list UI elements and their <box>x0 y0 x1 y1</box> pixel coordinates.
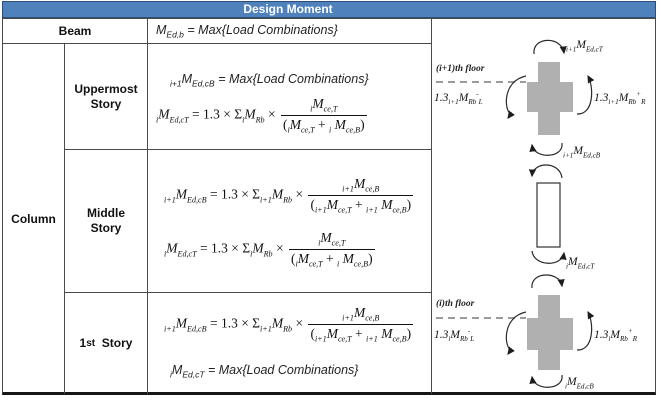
moment-arrow-column-bottom <box>531 250 567 264</box>
moment-arrow-top-of-upper-joint <box>533 39 567 55</box>
formula-cell-first: i+1MEd,cB = 1.3 × Σi+1MRb × i+1Mce,B(i+1… <box>148 293 432 394</box>
moment-arrow-top-of-lower-joint <box>531 274 565 289</box>
label-lower-joint-bottom-moment: iMEd,cB <box>565 376 594 391</box>
label-lower-joint-top-moment: iMEd,cT <box>566 256 595 271</box>
column-member <box>536 182 561 248</box>
beam-label: Beam <box>58 23 92 38</box>
moment-arrow-column-top <box>528 164 563 179</box>
moment-arrow-right-beam-lower <box>576 310 595 351</box>
joint-diagram-svg <box>436 39 595 388</box>
moment-arrow-below-upper-joint <box>529 142 563 156</box>
design-moment-header: Design Moment <box>2 1 656 18</box>
bottom-joint-beam-bar <box>527 318 573 350</box>
moment-arrow-below-lower-joint <box>529 374 563 388</box>
column-label: Column <box>11 211 56 226</box>
formula-uppermost-line2: iMEd,cT = 1.3 × ΣiMRb × iMce,T(iMce,T + … <box>156 96 367 135</box>
formula-first-line2: iMEd,cT = Max{Load Combinations} <box>170 363 359 380</box>
formula-cell-uppermost: i+1MEd,cB = Max{Load Combinations} iMEd,… <box>148 44 432 150</box>
column-label-cell: Column <box>3 44 65 394</box>
beam-label-cell: Beam <box>3 19 148 44</box>
formula-uppermost-line1: i+1MEd,cB = Max{Load Combinations} <box>170 72 369 89</box>
formula-middle-line1: i+1MEd,cB = 1.3 × Σi+1MRb × i+1Mce,B(i+1… <box>164 176 414 215</box>
joint-moment-diagram: i+1MEd,cT (i+1)th floor 1.3i+1MRb-L 1.3i… <box>432 19 655 394</box>
label-upper-right-beam-moment: 1.3i+1MRb+R <box>594 90 646 107</box>
formula-middle-line2: iMEd,cT = 1.3 × ΣiMRb × iMce,T(iMce,T + … <box>164 230 375 269</box>
moment-arrow-right-beam-upper <box>576 74 595 115</box>
beam-formula: MEd,b = Max{Load Combinations} <box>156 23 338 40</box>
label-lower-left-beam-moment: 1.3iMRb-L <box>434 327 475 344</box>
label-upper-floor: (i+1)th floor <box>436 64 485 74</box>
label-lower-floor: (i)th floor <box>436 299 475 309</box>
page-title: Design Moment <box>243 2 333 16</box>
top-joint-beam-bar <box>527 82 573 112</box>
moment-arrow-left-beam-lower <box>505 311 527 355</box>
label-upper-joint-bottom-moment: i+1MEd,cB <box>563 145 601 160</box>
label-upper-joint-top-moment: i+1MEd,cT <box>566 39 603 54</box>
moment-arrow-left-beam-upper <box>505 75 527 119</box>
label-upper-left-beam-moment: 1.3i+1MRb-L <box>434 90 483 107</box>
table-frame <box>2 18 656 395</box>
label-lower-right-beam-moment: 1.3iMRb+R <box>594 327 638 344</box>
beam-formula-cell: MEd,b = Max{Load Combinations} <box>148 19 432 44</box>
formula-cell-middle: i+1MEd,cB = 1.3 × Σi+1MRb × i+1Mce,B(i+1… <box>148 150 432 293</box>
formula-first-line1: i+1MEd,cB = 1.3 × Σi+1MRb × i+1Mce,B(i+1… <box>164 305 414 344</box>
